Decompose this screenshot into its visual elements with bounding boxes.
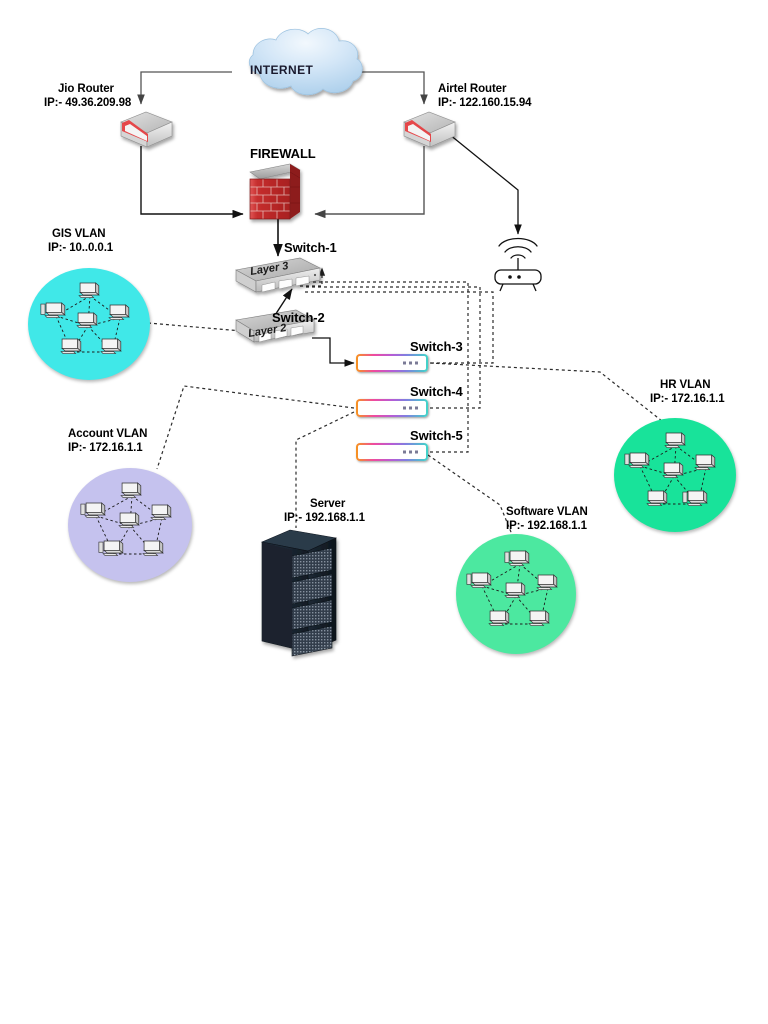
switch4-panel [358, 401, 426, 415]
link-switch3-switch1 [305, 291, 494, 364]
link-switch5-switch1 [305, 281, 469, 453]
hr-vlan-name: HR VLAN [660, 379, 711, 391]
account-vlan-hosts [80, 482, 172, 556]
hr-vlan-hosts [624, 432, 716, 506]
link-switch5-software-vlan [427, 454, 514, 538]
link-gis-switch2 [147, 322, 243, 332]
jio-router-name: Jio Router [58, 83, 114, 95]
gis-vlan-circle[interactable] [28, 268, 150, 380]
switch4-device[interactable] [356, 399, 428, 417]
account-vlan-ip: IP:- 172.16.1.1 [68, 442, 143, 454]
switch1-label: Switch-1 [284, 240, 337, 255]
cloud-icon [248, 28, 363, 95]
wireless-access-point-icon [494, 237, 542, 292]
link-switch2-switch3 [312, 337, 355, 367]
link-internet-airtel [335, 71, 428, 105]
airtel-router-ip: IP:- 122.160.15.94 [438, 97, 532, 109]
link-switch4-switch1 [305, 286, 481, 409]
link-switch4-account-vlan [156, 385, 355, 470]
switch5-panel [358, 445, 426, 459]
software-vlan-hosts [466, 550, 558, 626]
switch4-leds [403, 406, 418, 410]
link-switch1-uplink-riser [300, 267, 326, 287]
switch2-label: Switch-2 [272, 310, 325, 325]
jio-router-ip: IP:- 49.36.209.98 [44, 97, 132, 109]
gis-vlan-name: GIS VLAN [52, 228, 106, 240]
server-ip: IP:- 192.168.1.1 [284, 512, 365, 524]
server-name: Server [310, 498, 346, 510]
link-jio-firewall [140, 146, 244, 219]
account-vlan-name: Account VLAN [68, 428, 148, 440]
software-vlan-ip: IP:- 192.168.1.1 [506, 520, 587, 532]
switch5-label: Switch-5 [410, 428, 463, 443]
switch3-label: Switch-3 [410, 339, 463, 354]
gis-vlan-ip: IP:- 10..0.0.1 [48, 242, 114, 254]
layer2-switch-icon [235, 309, 315, 343]
server-rack-icon [260, 529, 337, 657]
switch5-leds [403, 450, 418, 454]
router-icon-jio [120, 111, 173, 148]
gis-vlan-hosts [40, 282, 130, 354]
link-airtel-firewall [314, 146, 425, 219]
layer3-switch-icon [235, 257, 321, 293]
switch3-leds [403, 361, 418, 365]
router-icon-airtel [403, 111, 456, 148]
switch3-device[interactable] [356, 354, 428, 372]
hr-vlan-circle[interactable] [614, 418, 736, 532]
internet-label: INTERNET [250, 63, 314, 77]
pc-icon-group [40, 282, 130, 354]
software-vlan-circle[interactable] [456, 534, 576, 654]
software-vlan-name: Software VLAN [506, 506, 588, 518]
hr-vlan-ip: IP:- 172.16.1.1 [650, 393, 725, 405]
switch4-label: Switch-4 [410, 384, 463, 399]
switch3-panel [358, 356, 426, 370]
link-airtel-wireless-ap [443, 129, 522, 235]
firewall-brick-icon [249, 163, 301, 220]
account-vlan-circle[interactable] [68, 468, 192, 582]
airtel-router-name: Airtel Router [438, 83, 507, 95]
link-internet-jio [137, 71, 232, 105]
firewall-label: FIREWALL [250, 146, 316, 161]
switch5-device[interactable] [356, 443, 428, 461]
link-switch3-hr-vlan [429, 362, 663, 422]
